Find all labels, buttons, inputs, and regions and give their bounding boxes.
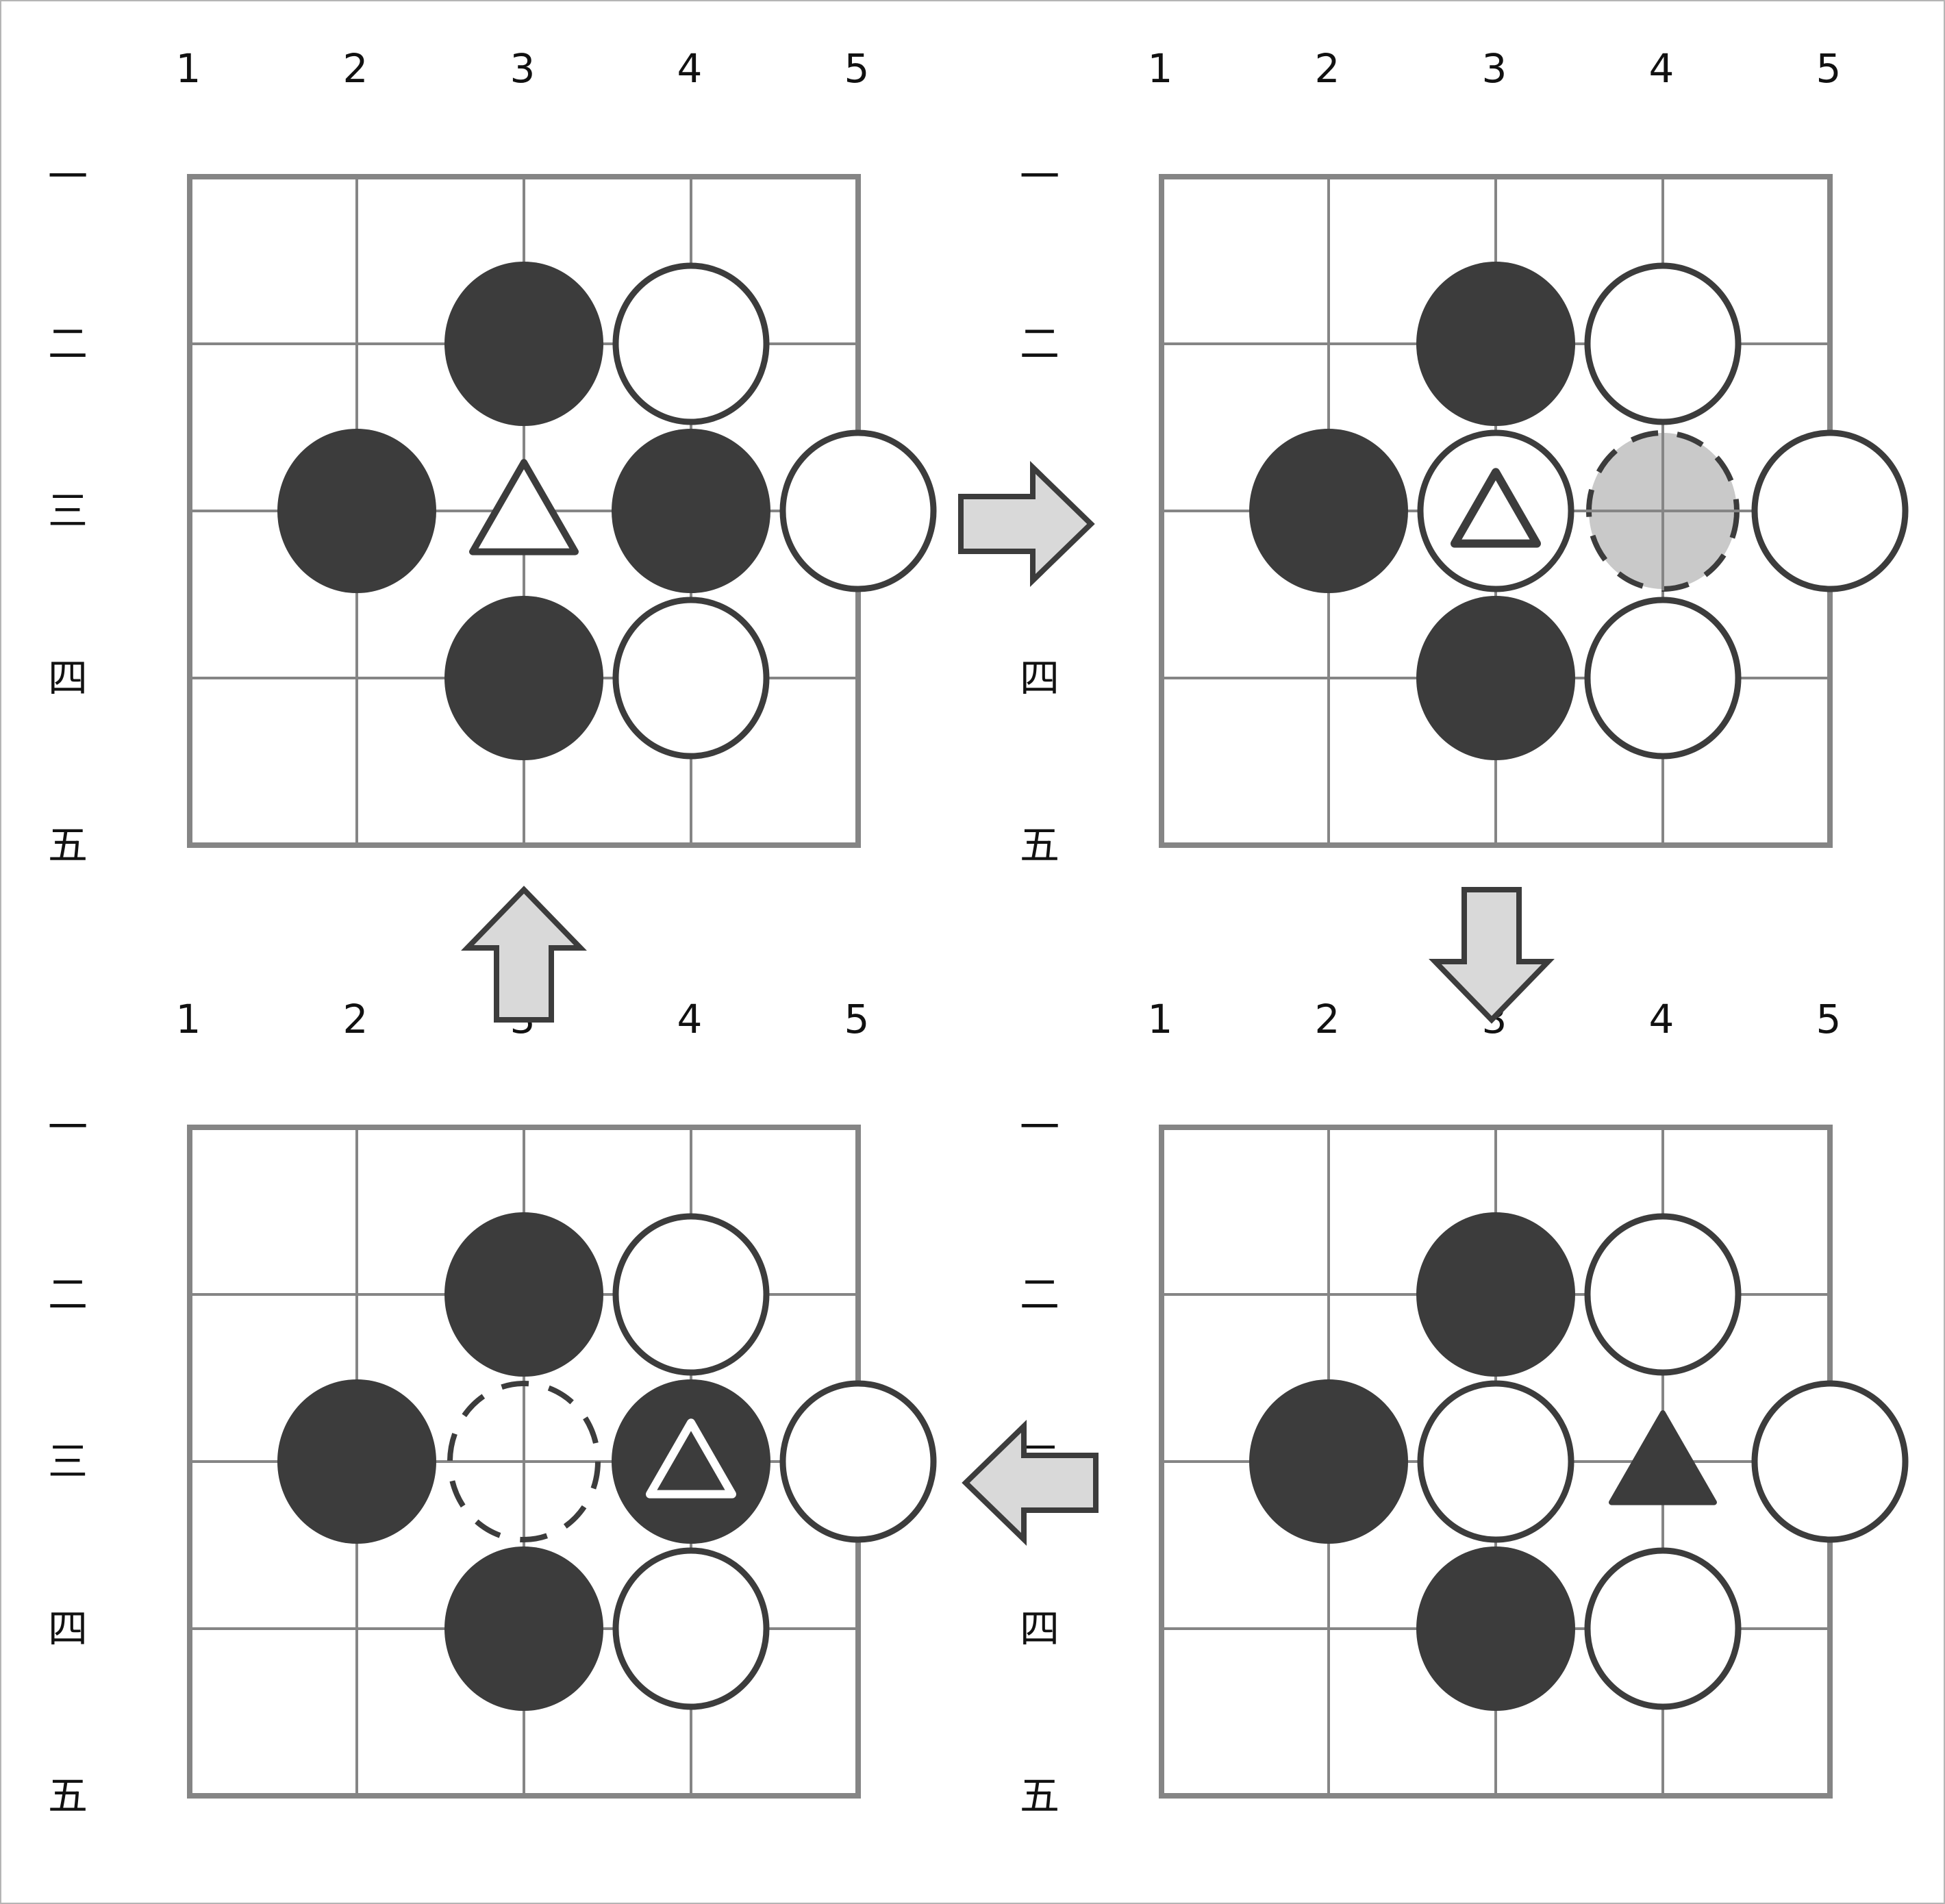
column-label: 1: [1148, 996, 1173, 1042]
black-stone: [277, 1379, 436, 1544]
triangle-marker-icon: [469, 459, 579, 555]
triangle-marker-icon: [1609, 1410, 1717, 1505]
arrow-up-icon: [461, 886, 587, 1023]
white-stone: [612, 262, 770, 425]
row-label: 四: [1020, 655, 1059, 701]
black-stone: [444, 596, 603, 760]
row-label: 一: [1020, 153, 1059, 200]
column-label: 4: [677, 45, 703, 92]
row-label: 五: [1020, 822, 1059, 868]
column-label: 1: [176, 45, 201, 92]
row-label: 五: [1020, 1773, 1059, 1819]
white-stone: [779, 1380, 937, 1543]
row-label: 二: [1020, 321, 1059, 367]
white-stone: [1417, 1380, 1574, 1543]
black-stone: [1249, 429, 1408, 593]
column-label: 2: [343, 996, 368, 1042]
white-stone: [1584, 597, 1742, 760]
column-label: 3: [1482, 45, 1507, 92]
white-stone: [1584, 1547, 1742, 1710]
black-stone: [444, 262, 603, 426]
black-stone: [277, 429, 436, 593]
row-label: 二: [48, 1271, 88, 1318]
column-label: 5: [1816, 996, 1842, 1042]
column-label: 5: [1816, 45, 1842, 92]
arrow-down-icon: [1429, 887, 1555, 1024]
black-stone: [444, 1546, 603, 1711]
row-label: 五: [48, 1773, 88, 1819]
column-label: 4: [1649, 45, 1674, 92]
white-stone: [612, 1547, 770, 1710]
white-stone: [1751, 1380, 1909, 1543]
black-stone: [1416, 1212, 1575, 1377]
black-stone: [1416, 1546, 1575, 1711]
row-label: 五: [48, 822, 88, 868]
white-stone: [612, 597, 770, 760]
row-label: 三: [48, 1438, 88, 1485]
column-label: 2: [343, 45, 368, 92]
row-label: 一: [1020, 1104, 1059, 1151]
black-stone: [1416, 262, 1575, 426]
white-stone: [612, 1213, 770, 1376]
row-label: 四: [48, 1605, 88, 1652]
white-stone: [1584, 262, 1742, 425]
triangle-marker-icon: [1451, 468, 1541, 548]
row-label: 二: [48, 321, 88, 367]
black-stone: [612, 429, 770, 593]
triangle-marker-icon: [646, 1418, 736, 1499]
column-label: 5: [844, 45, 870, 92]
column-label: 4: [677, 996, 703, 1042]
row-label: 三: [48, 488, 88, 534]
row-label: 一: [48, 153, 88, 200]
row-label: 一: [48, 1104, 88, 1151]
black-stone: [1416, 596, 1575, 760]
arrow-right-icon: [958, 461, 1095, 587]
column-label: 4: [1649, 996, 1674, 1042]
column-label: 2: [1315, 996, 1340, 1042]
arrow-left-icon: [962, 1420, 1099, 1546]
white-stone: [1584, 1213, 1742, 1376]
black-stone: [1249, 1379, 1408, 1544]
column-label: 5: [844, 996, 870, 1042]
column-label: 3: [510, 45, 536, 92]
black-stone: [444, 1212, 603, 1377]
column-label: 1: [1148, 45, 1173, 92]
row-label: 四: [48, 655, 88, 701]
row-label: 二: [1020, 1271, 1059, 1318]
white-stone: [1751, 429, 1909, 592]
empty-point-dashed: [447, 1381, 601, 1542]
column-label: 1: [176, 996, 201, 1042]
row-label: 四: [1020, 1605, 1059, 1652]
column-label: 2: [1315, 45, 1340, 92]
white-stone: [779, 429, 937, 592]
